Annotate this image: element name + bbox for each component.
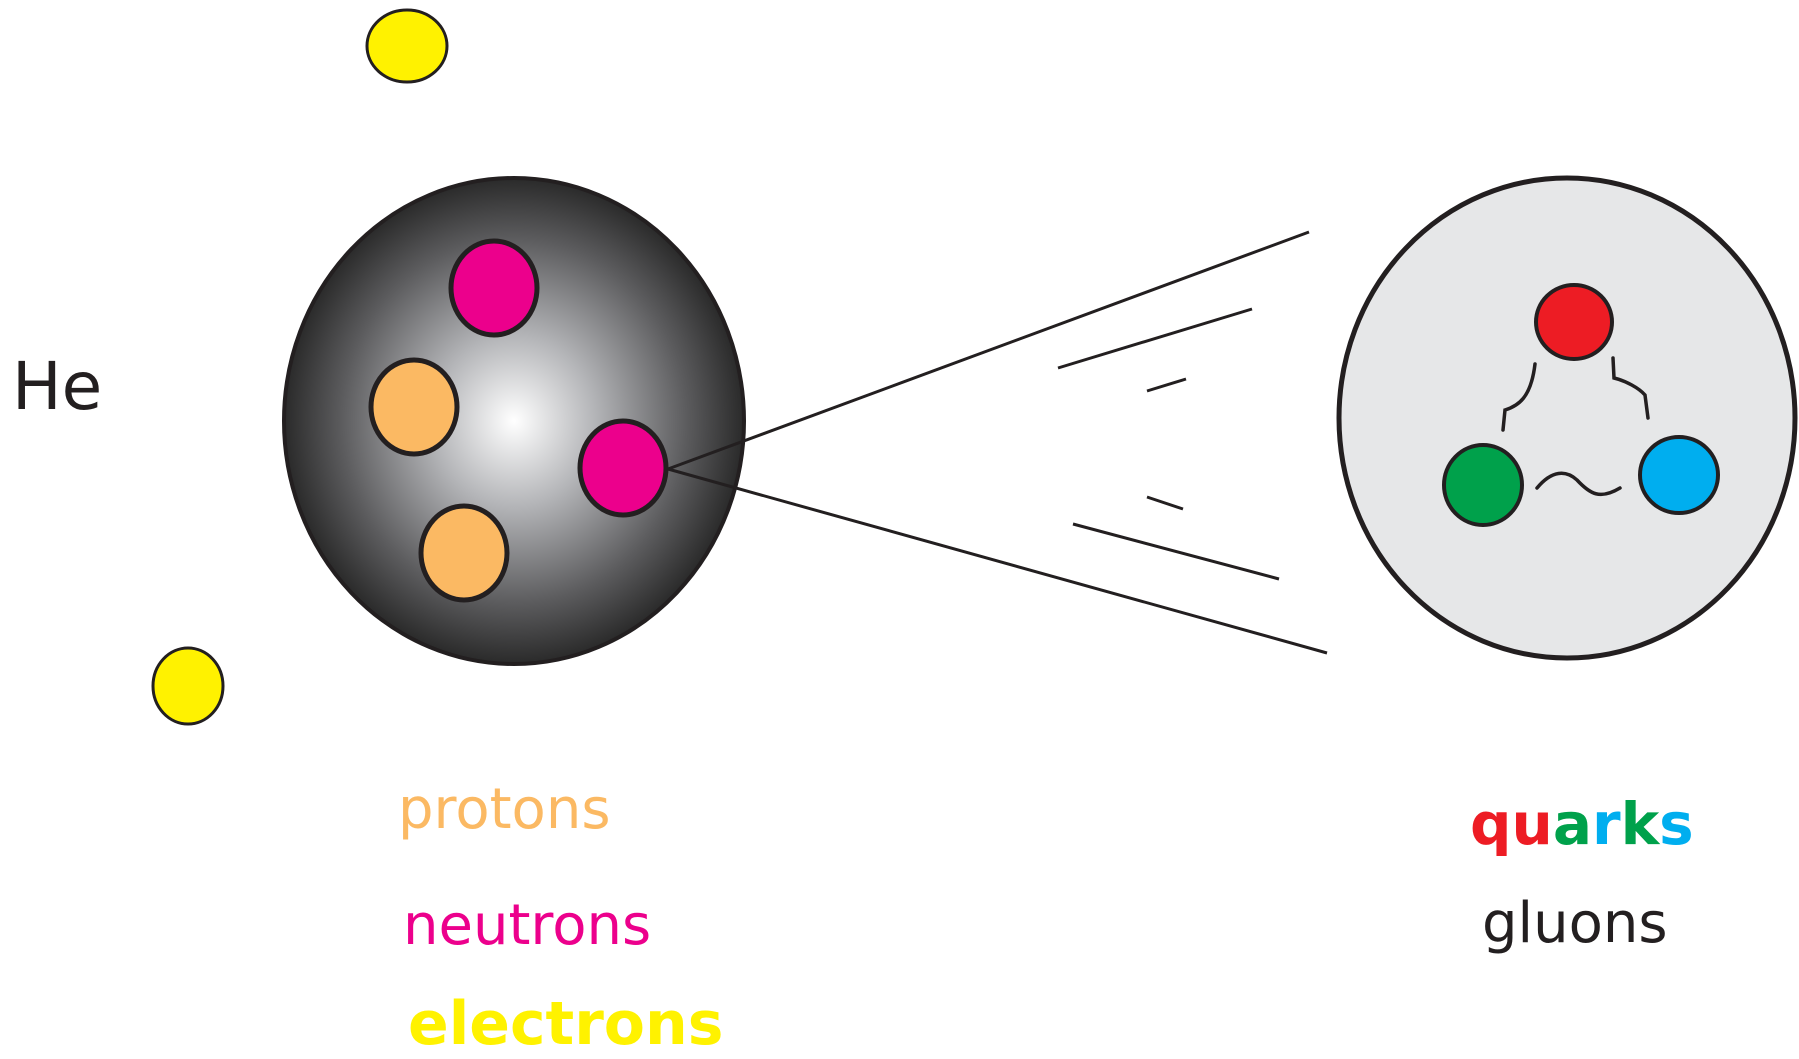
quarks-letter: u [1511,790,1553,858]
neutrons-label: neutrons [403,893,652,958]
neutron-particle [448,238,540,338]
quark-red [1534,283,1614,361]
quark-blue [1638,435,1720,515]
quarks-letter: s [1659,790,1694,858]
electron-particle [151,646,225,726]
gluon-connections [1501,356,1650,497]
electron-particle [365,8,449,84]
zoom-lines [667,230,1328,655]
element-symbol-label: He [12,348,103,425]
proton-particle [368,357,460,457]
quark-green [1442,443,1524,527]
nucleon-zoom-disc [1336,175,1798,661]
quarks-label: quarks [1470,795,1694,853]
nucleus [282,176,746,666]
quarks-letter: k [1620,790,1660,858]
quarks-letter: r [1591,790,1621,858]
proton-particle [418,503,510,603]
quarks-letter: a [1552,790,1592,858]
electrons-label: electrons [408,989,724,1059]
protons-label: protons [398,777,611,842]
gluons-label: gluons [1482,891,1668,956]
quarks-letter: q [1470,790,1512,858]
neutron-particle [577,418,669,518]
